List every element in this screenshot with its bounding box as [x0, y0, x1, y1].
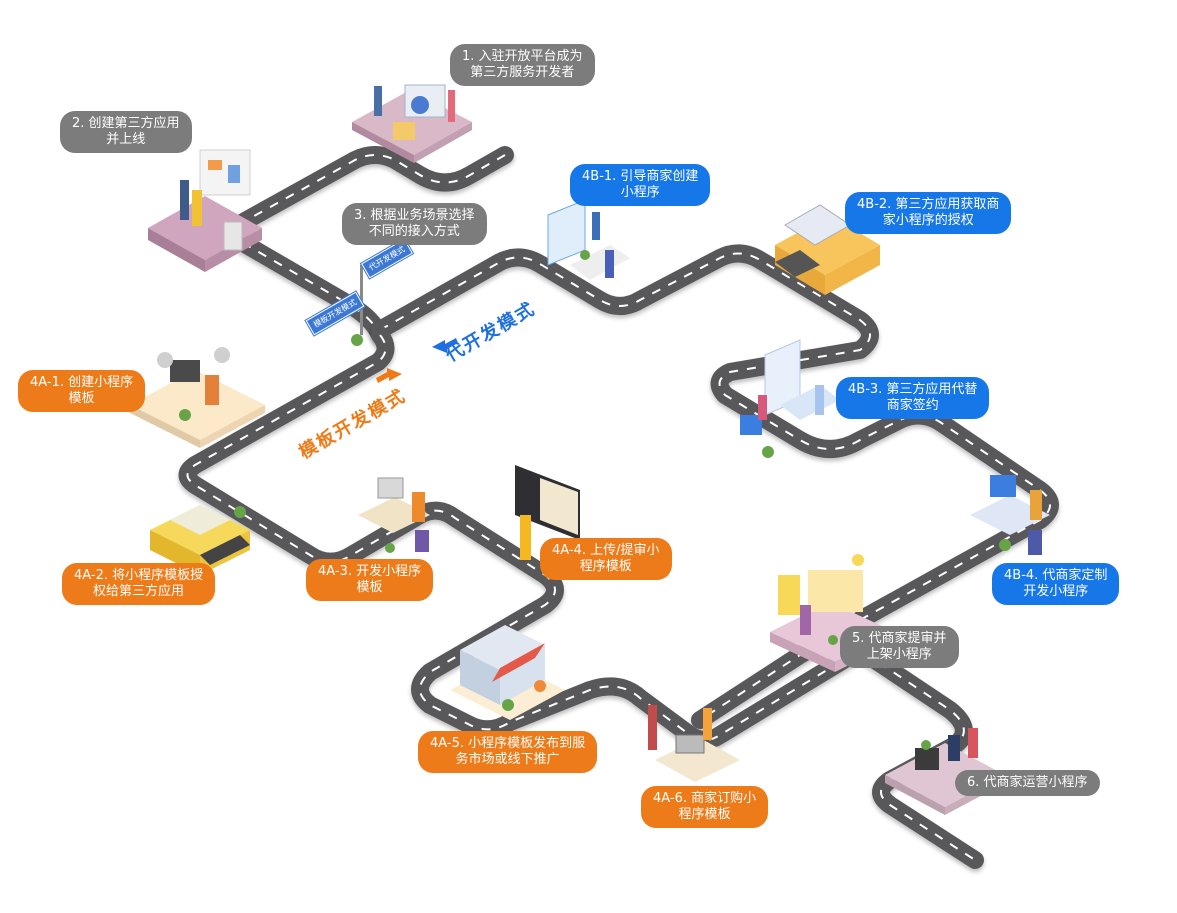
- step-4b1-label: 4B-1. 引导商家创建小程序: [570, 164, 711, 206]
- step-4b3-label: 4B-3. 第三方应用代替商家签约: [836, 377, 990, 419]
- main-road: [222, 146, 514, 344]
- scene-step1: [352, 84, 472, 163]
- step-3-label: 3. 根据业务场景选择不同的接入方式: [342, 203, 487, 245]
- step-4a5-label: 4A-5. 小程序模板发布到服务市场或线下推广: [418, 731, 598, 773]
- step-4b2-label: 4B-2. 第三方应用获取商家小程序的授权: [845, 192, 1012, 234]
- scene-4a6: [648, 705, 740, 782]
- step-4a2-label: 4A-2. 将小程序模板授权给第三方应用: [62, 563, 216, 605]
- scene-4a3: [358, 477, 430, 553]
- scene-4a5: [450, 625, 565, 720]
- step-4a4-label: 4A-4. 上传/提审小程序模板: [540, 538, 672, 580]
- scene-step2: [148, 149, 262, 272]
- blue-arrow-icon: [432, 338, 458, 353]
- template-route-road: [178, 326, 984, 869]
- signpost-pole: [360, 265, 363, 335]
- step-1-label: 1. 入驻开放平台成为第三方服务开发者: [450, 44, 595, 86]
- scene-4b2: [775, 204, 880, 295]
- orange-arrow-icon: [376, 368, 402, 383]
- scene-4b1: [547, 199, 630, 280]
- step-4a6-label: 4A-6. 商家订购小程序模板: [641, 786, 769, 828]
- step-5-label: 5. 代商家提审并上架小程序: [840, 626, 959, 668]
- fork-plant-icon: [351, 334, 363, 346]
- step-4a1-label: 4A-1. 创建小程序模板: [18, 370, 146, 412]
- scene-4a1: [130, 347, 265, 448]
- step-4b4-label: 4B-4. 代商家定制开发小程序: [992, 563, 1120, 605]
- scene-4a4: [515, 465, 580, 560]
- step-2-label: 2. 创建第三方应用并上线: [60, 111, 192, 153]
- scene-4b3: [740, 339, 840, 458]
- proxy-route-road: [371, 244, 1059, 729]
- scene-4b4: [970, 475, 1050, 555]
- step-4a3-label: 4A-3. 开发小程序模板: [306, 559, 434, 601]
- step-6-label: 6. 代商家运营小程序: [955, 770, 1100, 796]
